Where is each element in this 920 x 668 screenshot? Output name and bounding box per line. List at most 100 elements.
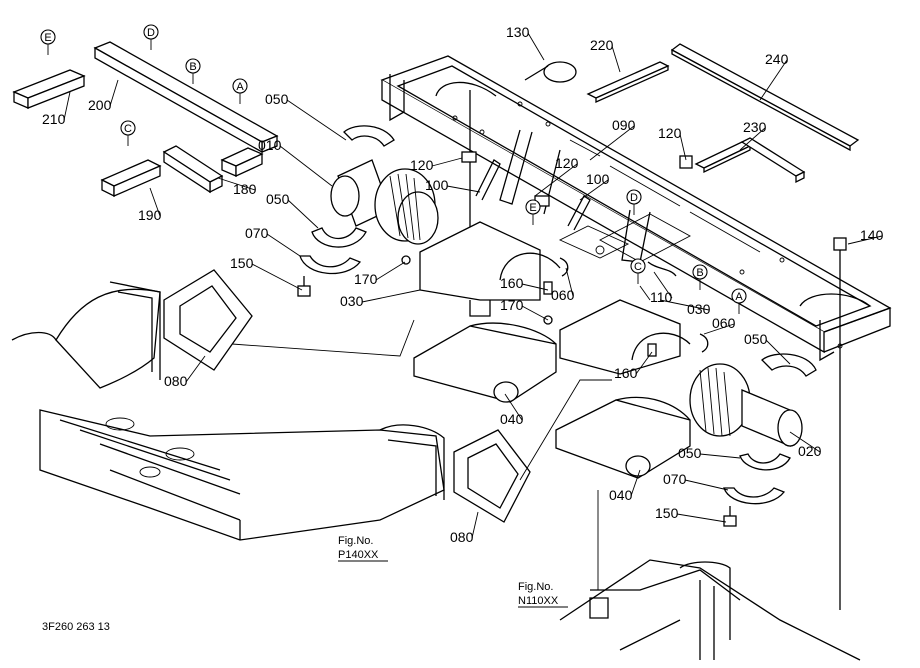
figure-references: Fig.No.P140XX Fig.No.N110XX [338, 535, 568, 608]
leader-p050b [287, 199, 319, 229]
leader-p060b [703, 323, 735, 335]
leader-p070b [684, 479, 729, 491]
gasket-080-right [453, 429, 531, 523]
leader-p240 [759, 59, 788, 101]
nut-160-a [543, 281, 553, 295]
blower-case-030-left [419, 221, 561, 317]
part-label-p040a: 040 [500, 411, 524, 427]
figure-ref-title: Fig.No. [518, 581, 553, 593]
part-label-p030a: 030 [340, 293, 364, 309]
leader-p200 [109, 79, 119, 107]
figure-ref-title: Fig.No. [338, 535, 373, 547]
leader-p230 [739, 127, 766, 151]
part-label-p110: 110 [650, 289, 673, 305]
part-label-p060a: 060 [551, 287, 575, 303]
part-label-p210: 210 [42, 111, 66, 127]
leader-p160b [635, 351, 653, 375]
circle-letter-cB1: B [189, 61, 196, 73]
part-label-p160a: 160 [500, 275, 524, 291]
circle-letter-cA2: A [735, 291, 743, 303]
circle-letter-cC2: C [634, 261, 642, 273]
screw-120-a [461, 151, 477, 163]
strap-070-left [299, 255, 362, 275]
circle-label-cD1: D [143, 24, 159, 50]
figure-ref-ref_p140: Fig.No.P140XX [338, 535, 388, 562]
leader-p140 [847, 235, 883, 245]
leader-p120c [679, 133, 687, 161]
circle-label-cE1: E [40, 29, 56, 55]
leader-p100b [579, 179, 609, 201]
leader-p020 [789, 431, 821, 453]
circle-letter-cE1: E [44, 32, 51, 44]
leader-p210 [63, 91, 71, 121]
part-label-p070b: 070 [663, 471, 687, 487]
part-label-p150b: 150 [655, 505, 679, 521]
circle-letter-cD2: D [630, 192, 638, 204]
part-number-labels: 2102001801900500100500701501302202400901… [42, 24, 884, 545]
wire-110 [647, 261, 677, 277]
part-label-p120a: 120 [410, 157, 434, 173]
seal-strip-230 [694, 137, 806, 184]
mount-bracket-050-lower-left [311, 227, 367, 248]
cab-frame-n110xx [559, 559, 861, 661]
part-label-p090: 090 [612, 117, 636, 133]
leader-p050d [699, 453, 741, 459]
bolt-150-right [723, 506, 737, 527]
part-label-p120c: 120 [658, 125, 682, 141]
leader-p150a [251, 263, 303, 291]
spring-060-left [559, 257, 569, 277]
part-label-p160b: 160 [614, 365, 638, 381]
leader-p220 [611, 45, 621, 73]
figure-ref-ref_n110: Fig.No.N110XX [518, 581, 568, 608]
leader-p050a [286, 99, 347, 141]
seal-strip-180 [220, 147, 264, 178]
part-label-p020: 020 [798, 443, 822, 459]
part-label-p180: 180 [233, 181, 257, 197]
nut-160-b [647, 343, 657, 357]
leader-p070a [266, 233, 301, 257]
seal-strip-190 [100, 145, 224, 198]
leader-p190 [149, 187, 161, 217]
leader-p100a [446, 185, 481, 193]
leader-p160a [521, 283, 549, 291]
leader-p150b [676, 513, 727, 523]
circle-letter-cB2: B [696, 267, 703, 279]
part-label-p140: 140 [860, 227, 884, 243]
screw-120-c [679, 155, 693, 169]
scroll-housing-040-right [555, 396, 691, 479]
circle-label-cB1: B [185, 58, 201, 84]
leader-lines [63, 32, 883, 539]
leader-p130 [527, 32, 545, 61]
leader-p180 [217, 177, 256, 191]
leader-p030a [361, 289, 421, 303]
part-label-p010: 010 [258, 137, 282, 153]
leader-p080b [471, 511, 479, 539]
part-label-p150a: 150 [230, 255, 254, 271]
leader-p120a [431, 157, 463, 167]
circle-label-cC2: C [630, 258, 646, 284]
leader-p120b [534, 163, 578, 197]
circle-label-cD2: D [626, 189, 642, 215]
bracket-100-right [567, 195, 591, 231]
part-label-p190: 190 [138, 207, 162, 223]
mount-bracket-050-right-upper [761, 353, 817, 377]
part-label-p170b: 170 [500, 297, 524, 313]
seal-strip-200 [93, 41, 279, 154]
seal-strip-220 [586, 61, 670, 104]
part-label-p060b: 060 [712, 315, 736, 331]
part-label-p230: 230 [743, 119, 767, 135]
screw-170-a [401, 255, 411, 265]
drawing-code: 3F260 263 13 [42, 621, 110, 633]
part-label-p030b: 030 [687, 301, 711, 317]
strap-070-right [723, 487, 786, 505]
leader-p030b [659, 299, 710, 311]
part-label-p100b: 100 [586, 171, 610, 187]
leader-p040b [630, 469, 641, 497]
mount-bracket-050-upper-left [343, 125, 395, 147]
circle-letter-cD1: D [147, 27, 155, 39]
circle-letter-cC1: C [124, 123, 132, 135]
circle-letter-cE2: E [529, 202, 536, 214]
blower-motor-010 [330, 159, 439, 245]
